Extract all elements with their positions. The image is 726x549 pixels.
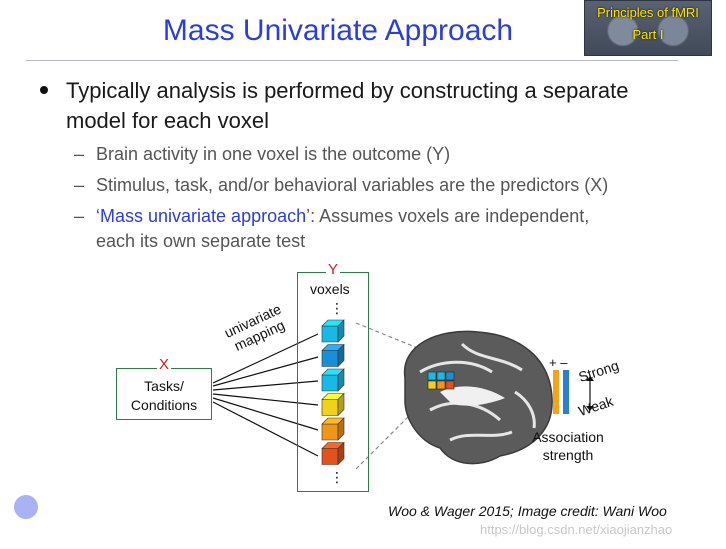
voxel-cube-side	[337, 368, 345, 392]
dash-marker: –	[74, 175, 85, 195]
positive-bar	[553, 370, 559, 414]
quote-close: ’	[306, 206, 311, 226]
x-box-line2: Conditions	[130, 397, 198, 413]
voxel-cube	[321, 368, 345, 392]
arrow-6	[212, 401, 319, 457]
dash-marker: –	[74, 144, 85, 164]
mass-univariate-term: Mass univariate approach	[100, 206, 307, 226]
ellipsis-top: ⋮	[330, 300, 344, 316]
main-bullet: Typically analysis is performed by const…	[66, 78, 629, 133]
voxel-cubes	[321, 319, 345, 466]
brain-voxel	[427, 380, 437, 390]
subbullet-3-rest: : Assumes voxels are independent,	[310, 206, 590, 226]
dash-marker: –	[74, 206, 85, 226]
x-box-line1: Tasks/	[144, 378, 184, 394]
brain-voxel	[436, 380, 446, 390]
voxel-cube	[321, 417, 345, 441]
brain-voxel-grid	[427, 371, 455, 390]
subbullet-3-line2: each its own separate test	[96, 231, 306, 251]
bullet-marker	[40, 86, 48, 94]
voxels-label: voxels	[310, 281, 350, 297]
x-letter: X	[157, 356, 171, 373]
arrow-1	[212, 333, 319, 384]
quote-open: ‘	[96, 206, 100, 226]
brain-voxel	[445, 380, 455, 390]
association-label-line1: Association	[532, 429, 604, 445]
brain-image	[403, 330, 553, 465]
voxel-cube	[321, 319, 345, 343]
brain-voxel	[445, 371, 455, 381]
strength-arrowhead-up	[586, 376, 594, 381]
arrow-4	[212, 393, 319, 406]
course-badge: Principles of fMRI Part I	[584, 0, 712, 56]
voxel-cube-side	[337, 441, 345, 466]
subbullet-3-text: ‘Mass univariate approach’: Assumes voxe…	[96, 203, 589, 229]
dashed-link-top	[355, 322, 441, 358]
strength-arrowhead-down	[586, 406, 594, 411]
watermark: https://blog.csdn.net/xiaojianzhao	[480, 522, 673, 537]
y-letter: Y	[326, 261, 340, 278]
voxel-cube-side	[337, 392, 345, 417]
citation: Woo & Wager 2015; Image credit: Wani Woo	[388, 503, 667, 519]
voxel-cube-side	[337, 319, 345, 343]
ellipsis-bottom: ⋮	[330, 469, 344, 485]
predictors-box: Tasks/ Conditions	[116, 368, 212, 420]
voxel-cube	[321, 441, 345, 466]
voxel-cube-side	[337, 343, 345, 368]
brain-voxel	[436, 371, 446, 381]
mapping-arrows	[212, 333, 319, 457]
negative-bar	[563, 370, 569, 414]
arrow-5	[212, 397, 319, 431]
badge-line-1: Principles of fMRI	[597, 5, 699, 20]
arrow-2	[212, 356, 319, 387]
brain-white-matter	[440, 386, 505, 406]
arrow-3	[212, 380, 319, 391]
brain-voxel	[427, 371, 437, 381]
association-label-line2: strength	[542, 447, 594, 463]
voxel-cube	[321, 392, 345, 417]
subbullet-1-text: Brain activity in one voxel is the outco…	[96, 144, 451, 164]
slide-nav-dot[interactable]	[14, 495, 38, 519]
association-legend	[553, 370, 594, 414]
voxel-cube	[321, 343, 345, 368]
plus-sign: +	[549, 355, 557, 370]
voxel-cube-side	[337, 417, 345, 441]
badge-line-2: Part I	[632, 27, 664, 42]
title-divider	[26, 60, 678, 61]
association-label: Association strength	[524, 428, 612, 464]
slide-title: Mass Univariate Approach	[162, 14, 514, 47]
subbullet-2-text: Stimulus, task, and/or behavioral variab…	[96, 175, 609, 195]
minus-sign: –	[560, 355, 568, 370]
sign-labels: + –	[549, 355, 567, 370]
